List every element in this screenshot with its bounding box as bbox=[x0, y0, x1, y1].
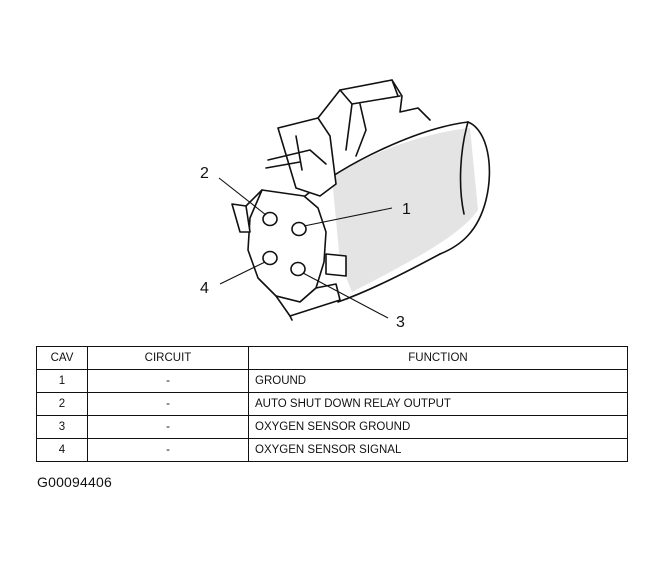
header-cav: CAV bbox=[36, 346, 88, 370]
table-row: 3 - OXYGEN SENSOR GROUND bbox=[36, 415, 628, 439]
leader-2 bbox=[218, 177, 267, 216]
figure-id: G00094406 bbox=[37, 474, 112, 490]
cell-cav: 2 bbox=[36, 392, 88, 416]
callout-3: 3 bbox=[396, 314, 405, 331]
cavity-1 bbox=[291, 221, 307, 237]
callout-2: 2 bbox=[200, 165, 209, 182]
cell-function: GROUND bbox=[248, 369, 628, 393]
cell-cav: 1 bbox=[36, 369, 88, 393]
cell-function: OXYGEN SENSOR SIGNAL bbox=[248, 438, 628, 462]
cell-function: AUTO SHUT DOWN RELAY OUTPUT bbox=[248, 392, 628, 416]
locking-tab bbox=[265, 79, 431, 197]
pinout-table: CAV CIRCUIT FUNCTION 1 - GROUND 2 - AUTO… bbox=[36, 346, 628, 462]
cell-function: OXYGEN SENSOR GROUND bbox=[248, 415, 628, 439]
leader-1 bbox=[303, 207, 393, 227]
leader-3 bbox=[302, 272, 389, 319]
cell-circuit: - bbox=[87, 369, 249, 393]
table-row: 4 - OXYGEN SENSOR SIGNAL bbox=[36, 438, 628, 462]
connector-face bbox=[231, 189, 347, 321]
callout-1: 1 bbox=[402, 201, 411, 218]
callout-leaders bbox=[218, 177, 393, 319]
terminal-cavities bbox=[262, 211, 307, 277]
cell-cav: 4 bbox=[36, 438, 88, 462]
leader-4 bbox=[219, 261, 266, 285]
cell-circuit: - bbox=[87, 392, 249, 416]
table-row: 2 - AUTO SHUT DOWN RELAY OUTPUT bbox=[36, 392, 628, 416]
cell-circuit: - bbox=[87, 438, 249, 462]
table-header-row: CAV CIRCUIT FUNCTION bbox=[36, 346, 628, 370]
header-circuit: CIRCUIT bbox=[87, 346, 249, 370]
cavity-3 bbox=[290, 261, 306, 277]
table-row: 1 - GROUND bbox=[36, 369, 628, 393]
callout-4: 4 bbox=[200, 280, 209, 297]
connector-body bbox=[304, 121, 491, 303]
cavity-4 bbox=[262, 250, 278, 266]
cell-cav: 3 bbox=[36, 415, 88, 439]
header-function: FUNCTION bbox=[248, 346, 628, 370]
cell-circuit: - bbox=[87, 415, 249, 439]
cavity-2 bbox=[262, 211, 278, 227]
